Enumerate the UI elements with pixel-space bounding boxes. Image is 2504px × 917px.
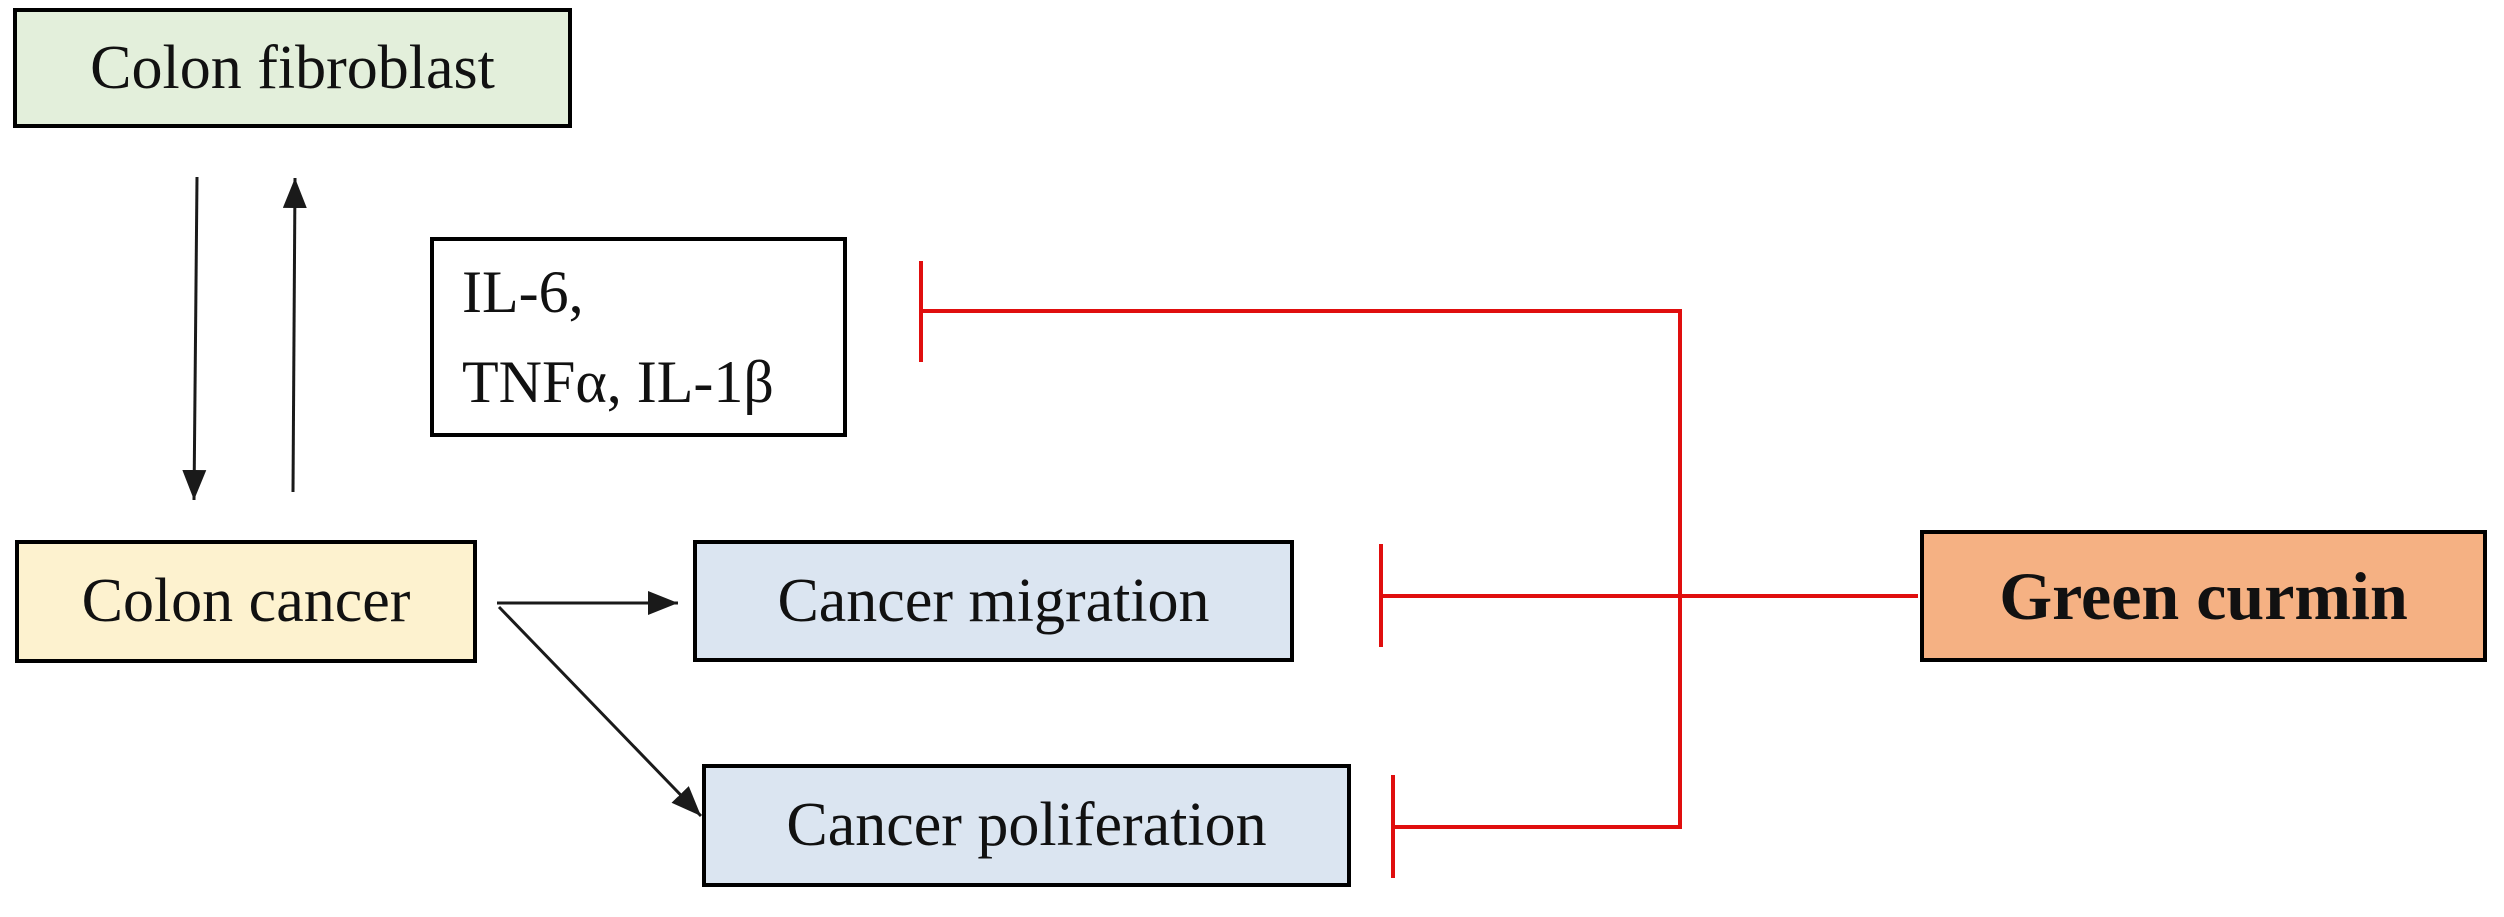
arrow-cancer-to-poliferation <box>497 605 703 818</box>
node-colon-fibroblast-label: Colon fibroblast <box>90 33 495 102</box>
node-green-curmin: Green curmin <box>1920 530 2487 662</box>
node-cancer-migration-label: Cancer migration <box>777 566 1210 635</box>
node-cytokines: IL-6, TNFα, IL-1β <box>430 237 847 437</box>
node-colon-cancer-label: Colon cancer <box>81 567 411 635</box>
arrow-fibroblast-to-cancer <box>182 176 207 501</box>
node-cytokines-label-line1: IL-6, <box>462 259 584 325</box>
node-green-curmin-label: Green curmin <box>1999 557 2408 634</box>
inhibit-curmin-to-poliferation <box>1391 775 1682 878</box>
node-colon-fibroblast: Colon fibroblast <box>13 8 572 128</box>
node-cancer-poliferation: Cancer poliferation <box>702 764 1351 887</box>
node-cytokines-label-line2: TNFα, IL-1β <box>462 349 774 415</box>
node-cancer-poliferation-label: Cancer poliferation <box>786 791 1267 859</box>
inhibit-curmin-to-migration <box>1379 544 1918 647</box>
arrow-cancer-to-fibroblast <box>282 177 307 493</box>
node-colon-cancer: Colon cancer <box>15 540 477 663</box>
inhibit-curmin-to-cytokines <box>919 261 1682 362</box>
node-cancer-migration: Cancer migration <box>693 540 1294 662</box>
